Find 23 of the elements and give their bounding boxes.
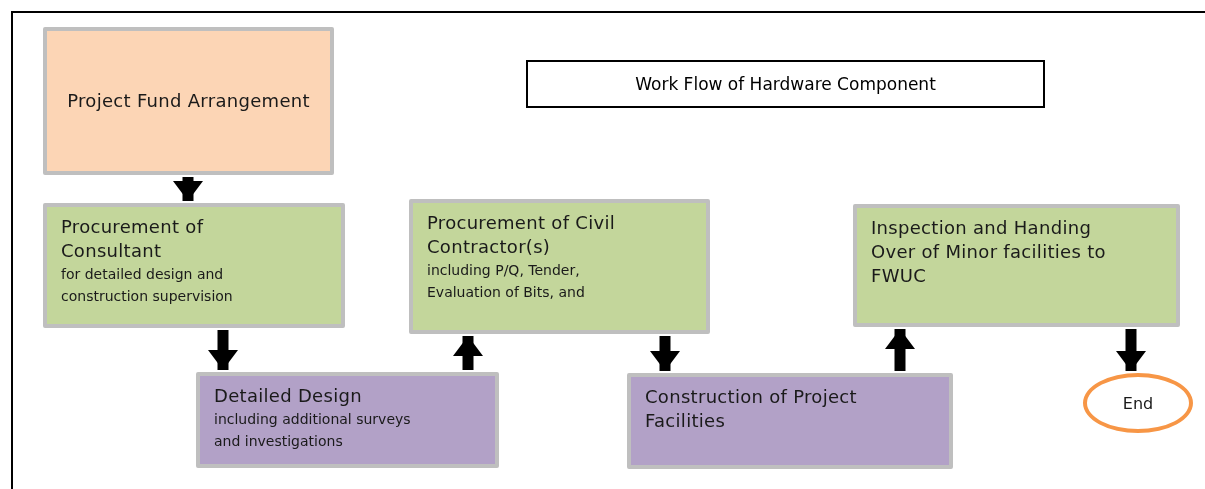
node-heading: Project Fund Arrangement: [67, 89, 310, 113]
arrow: [650, 336, 680, 371]
node-heading: Procurement of Civil Contractor(s): [427, 211, 617, 259]
process-box: [627, 373, 953, 469]
process-box: [853, 204, 1180, 327]
node-description: including P/Q, Tender, Evaluation of Bits, and: [427, 261, 586, 302]
process-box: [196, 372, 499, 468]
arrow: [1116, 329, 1146, 371]
node-description: for detailed design and construction supervision: [61, 265, 234, 306]
process-box: [43, 27, 334, 175]
arrow: [173, 177, 203, 201]
node-heading: Inspection and Handing Over of Minor facilities to FWUC: [871, 216, 1106, 288]
node-label: End: [1122, 393, 1154, 413]
arrow: [453, 336, 483, 370]
node-description: including additional surveys and investigations: [214, 410, 412, 451]
process-box: [43, 203, 345, 328]
title-box: Work Flow of Hardware Component: [526, 60, 1045, 108]
arrow: [208, 330, 238, 370]
node-heading: Detailed Design: [214, 384, 363, 408]
node-heading: Construction of Project Facilities: [645, 385, 858, 433]
node-heading: Procurement of Consultant: [61, 215, 205, 263]
arrow: [885, 329, 915, 371]
process-box: [409, 199, 710, 334]
